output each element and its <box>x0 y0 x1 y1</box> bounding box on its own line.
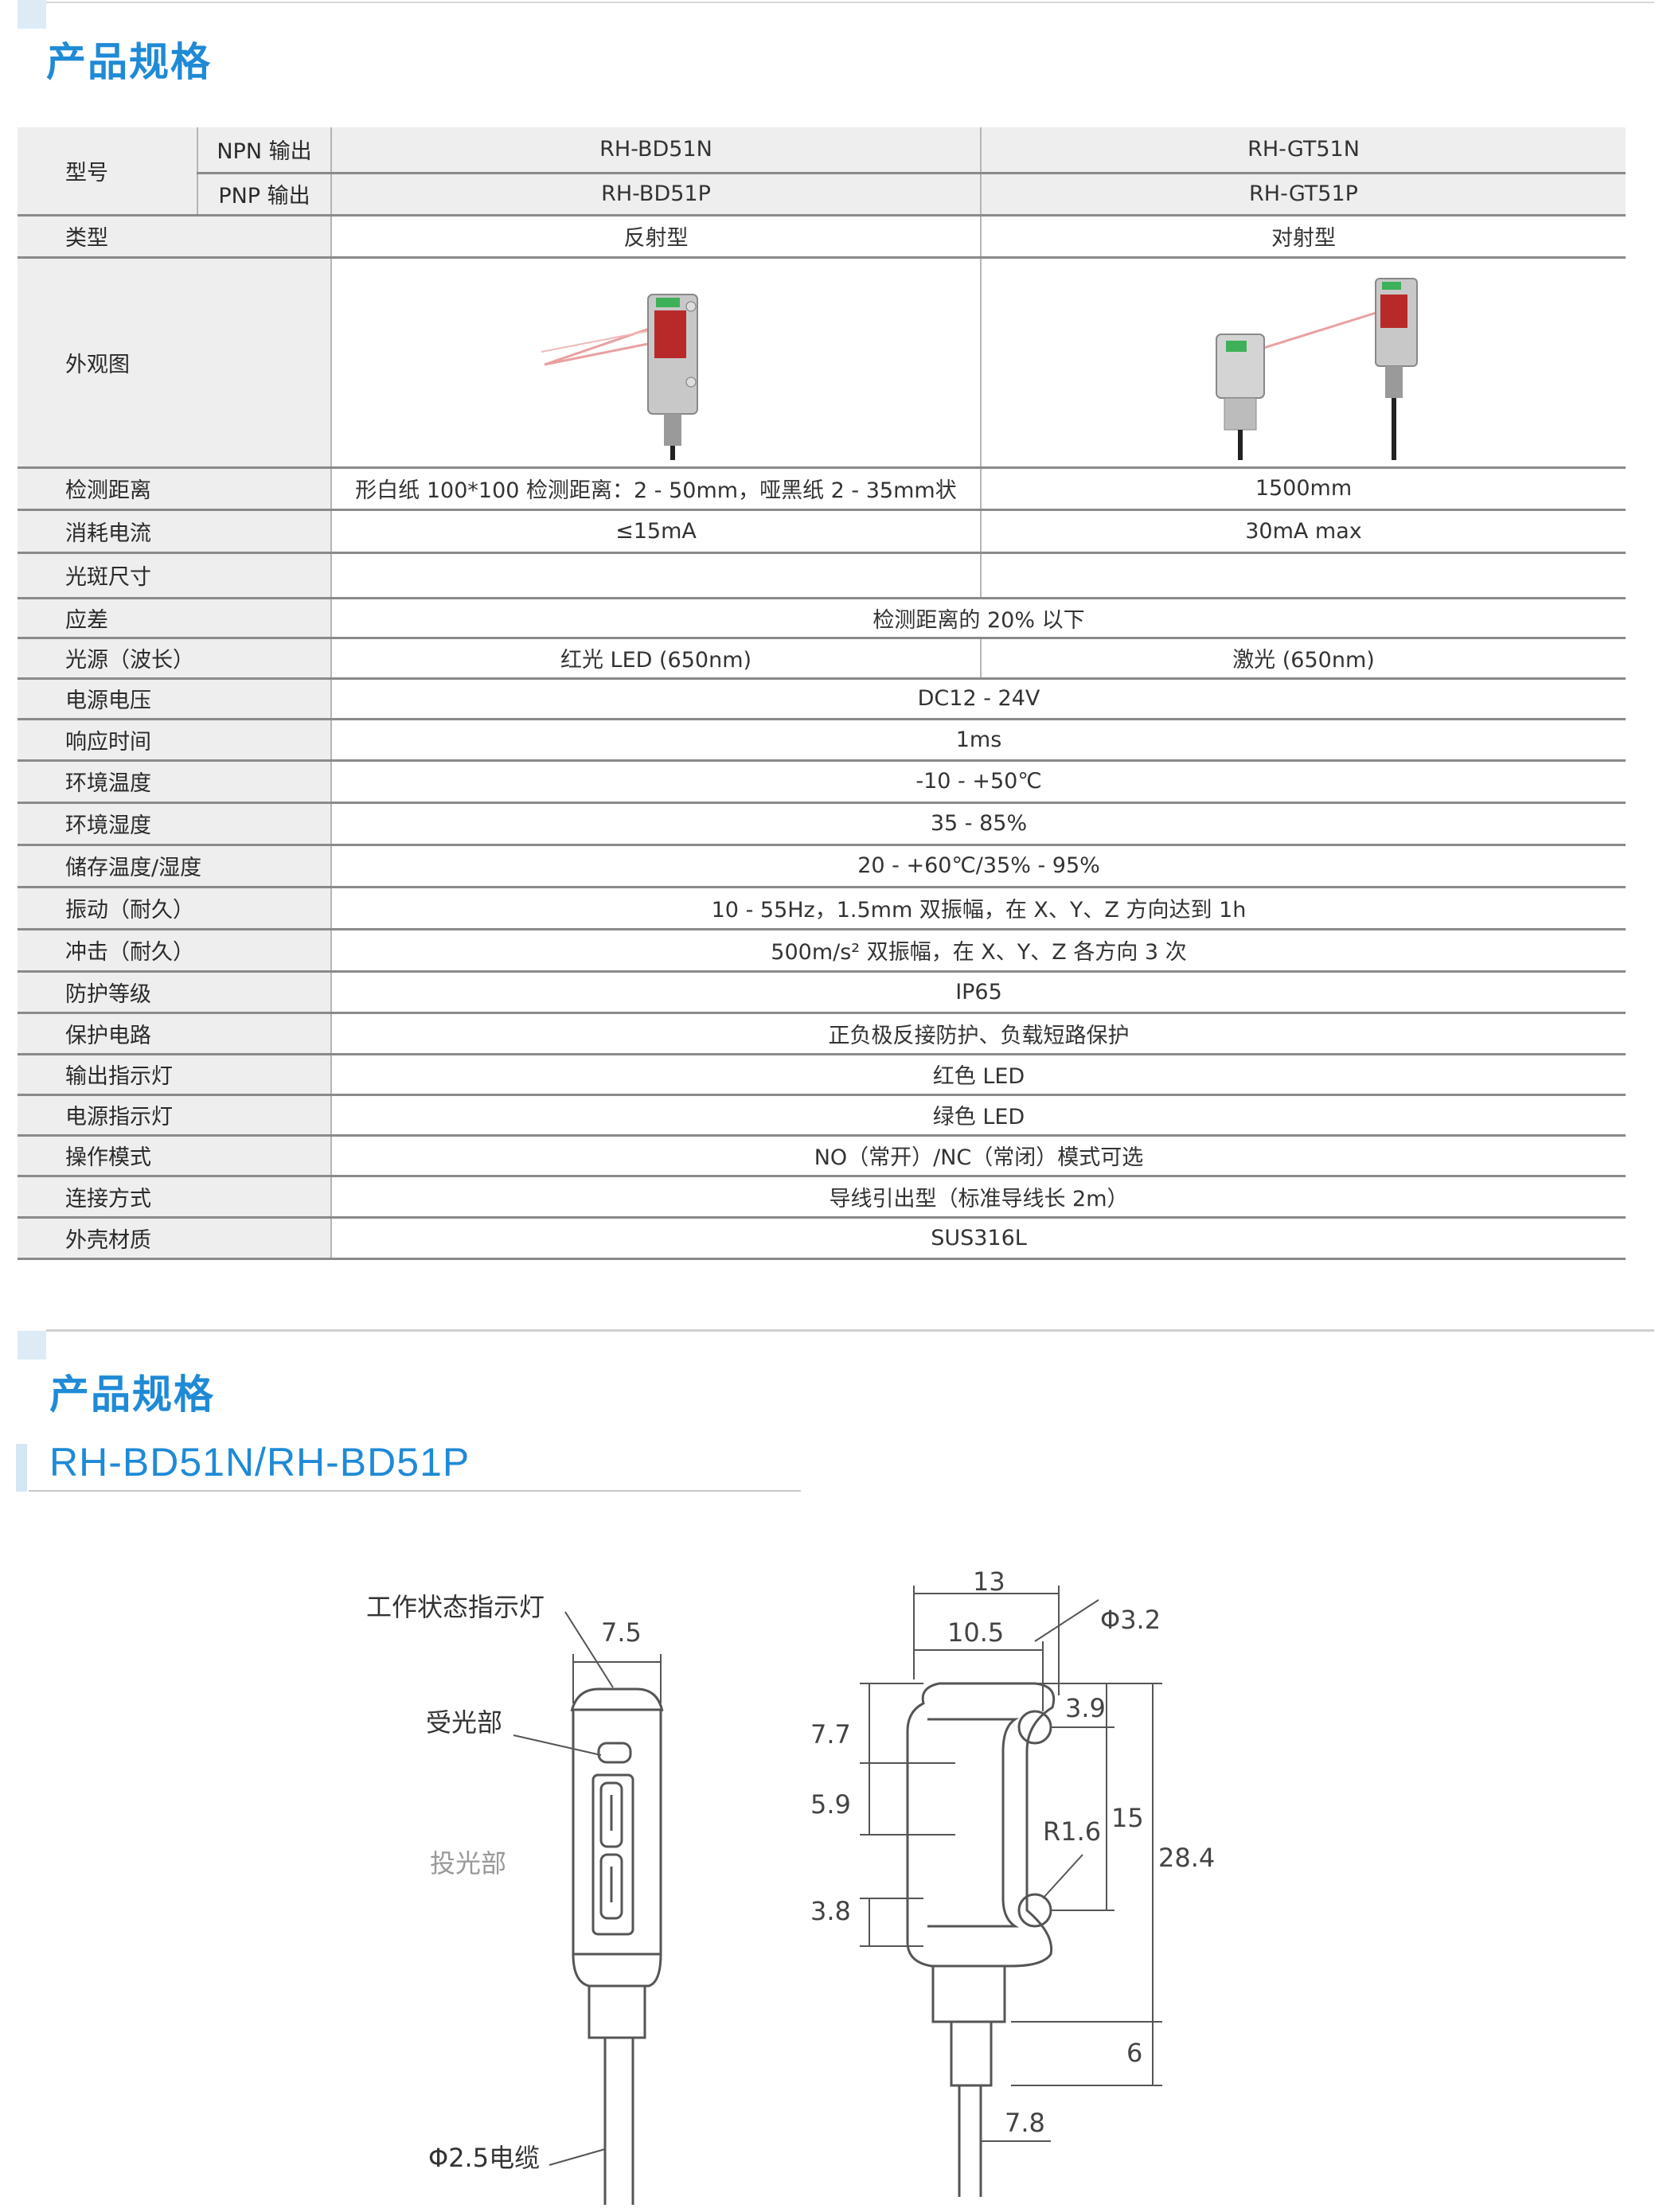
row-label: 输出指示灯 <box>18 1054 332 1096</box>
row-label: 防护等级 <box>18 971 332 1014</box>
row-value: 20 - +60℃/35% - 95% <box>331 845 1626 888</box>
section-divider <box>46 1329 1654 1332</box>
heading-accent <box>18 1331 46 1360</box>
subtitle-bar <box>16 1444 27 1492</box>
row-value-bd: ≤15mA <box>331 509 982 554</box>
row-label: 储存温度/湿度 <box>18 845 332 888</box>
dim-tail: 6 <box>1126 2038 1142 2068</box>
row-value: 10 - 55Hz，1.5mm 双振幅，在 X、Y、Z 方向达到 1h <box>331 887 1626 930</box>
row-value: 正负极反接防护、负载短路保护 <box>331 1012 1626 1055</box>
row-label: 应差 <box>18 598 332 639</box>
emitter-label: 投光部 <box>430 1848 506 1878</box>
dim-overall-width: 13 <box>973 1566 1005 1597</box>
row-label: 类型 <box>18 215 332 259</box>
row-value: 1ms <box>331 719 1626 762</box>
row-value-bd: 反射型 <box>331 215 982 259</box>
row-value-gt <box>981 552 1626 599</box>
section-title: 产品规格 <box>49 1371 215 1418</box>
dim-front-width: 7.5 <box>601 1617 642 1648</box>
dim-hole-offset: 3.9 <box>1065 1693 1106 1723</box>
spec-table: 型号 NPN 输出 RH-BD51N RH-GT51N PNP 输出 RH-BD… <box>18 127 1626 1260</box>
row-label: 检测距离 <box>18 467 332 511</box>
row-value-gt: 对射型 <box>981 215 1626 259</box>
dim-cable-pos: 7.8 <box>1005 2108 1045 2138</box>
indicator-label: 工作状态指示灯 <box>366 1592 545 1622</box>
model-pnp-gt: RH-GT51P <box>981 173 1626 217</box>
row-value: NO（常开）/NC（常闭）模式可选 <box>331 1135 1626 1177</box>
image-through-beam-sensor <box>981 257 1626 469</box>
row-label: 保护电路 <box>18 1012 332 1055</box>
row-value: 35 - 85% <box>331 802 1626 846</box>
row-value: 检测距离的 20% 以下 <box>331 598 1626 639</box>
subtitle-underline <box>29 1490 801 1492</box>
row-label: 连接方式 <box>18 1176 332 1219</box>
row-value: 导线引出型（标准导线长 2m） <box>331 1176 1626 1219</box>
row-value: 500m/s² 双振幅，在 X、Y、Z 各方向 3 次 <box>331 929 1626 973</box>
row-label: 外壳材质 <box>18 1217 332 1260</box>
row-value-gt: 1500mm <box>981 467 1626 511</box>
row-label: 操作模式 <box>18 1135 332 1177</box>
row-label: 响应时间 <box>18 719 332 762</box>
row-value: DC12 - 24V <box>331 678 1626 720</box>
cable-label: Φ2.5电缆 <box>428 2143 540 2173</box>
row-value-gt: 激光 (650nm) <box>981 638 1626 680</box>
npn-label: NPN 输出 <box>197 127 332 174</box>
row-value: SUS316L <box>331 1217 1626 1260</box>
section-title: 产品规格 <box>46 39 212 85</box>
row-label: 电源指示灯 <box>18 1094 332 1137</box>
dim-hole-dia: Φ3.2 <box>1100 1605 1161 1635</box>
model-npn-gt: RH-GT51N <box>981 127 1626 174</box>
row-value-bd: 形白纸 100*100 检测距离：2 - 50mm，哑黑纸 2 - 35mm状 <box>331 467 982 511</box>
row-label: 电源电压 <box>18 678 332 720</box>
model-pnp-bd: RH-BD51P <box>331 173 982 217</box>
image-reflective-sensor <box>331 257 982 469</box>
pnp-label: PNP 输出 <box>197 173 332 217</box>
row-value: 绿色 LED <box>331 1094 1626 1137</box>
row-value-bd <box>331 552 982 599</box>
model-label: 型号 <box>18 127 198 217</box>
dim-inner-width: 10.5 <box>947 1617 1004 1648</box>
dim-height: 28.4 <box>1158 1843 1215 1873</box>
row-label: 外观图 <box>18 257 332 469</box>
dim-radius: R1.6 <box>1043 1816 1101 1847</box>
row-label: 振动（耐久） <box>18 887 332 930</box>
row-value-gt: 30mA max <box>981 509 1626 554</box>
row-label: 环境湿度 <box>18 802 332 846</box>
row-value: -10 - +50℃ <box>331 760 1626 804</box>
dim-7-7: 7.7 <box>810 1719 851 1750</box>
row-label: 环境温度 <box>18 760 332 804</box>
model-npn-bd: RH-BD51N <box>331 127 982 174</box>
dim-5-9: 5.9 <box>810 1789 851 1820</box>
dim-3-8: 3.8 <box>810 1896 851 1926</box>
row-label: 消耗电流 <box>18 509 332 554</box>
heading-accent <box>18 0 46 29</box>
model-subtitle: RH-BD51N/RH-BD51P <box>49 1440 470 1484</box>
top-rule <box>46 2 1654 3</box>
row-label: 光源（波长） <box>18 638 332 680</box>
row-value: 红色 LED <box>331 1054 1626 1096</box>
row-label: 冲击（耐久） <box>18 929 332 973</box>
dim-pitch: 15 <box>1111 1803 1144 1833</box>
row-value: IP65 <box>331 971 1626 1014</box>
receiver-label: 受光部 <box>426 1707 502 1738</box>
row-value-bd: 红光 LED (650nm) <box>331 638 982 680</box>
row-label: 光斑尺寸 <box>18 552 332 599</box>
